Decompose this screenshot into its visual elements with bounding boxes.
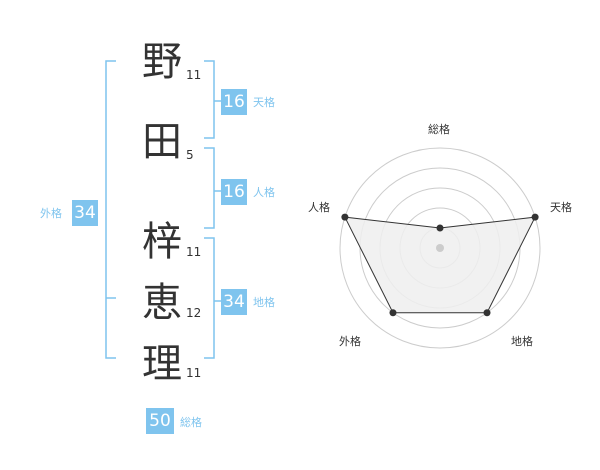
soukaku-label: 総格 <box>180 416 202 429</box>
chikaku-bracket <box>204 237 215 359</box>
radar-point-chikaku <box>483 309 491 317</box>
radar-axis-label-jinkaku: 人格 <box>308 201 330 214</box>
radar-axis-label-chikaku: 地格 <box>511 335 533 348</box>
jinkaku-value: 16 <box>221 179 247 205</box>
name-char-1: 野 <box>142 39 182 85</box>
radar-point-jinkaku <box>341 213 349 221</box>
radar-axis-label-tenkaku: 天格 <box>550 201 572 214</box>
name-char-2: 田 <box>142 119 182 165</box>
chikaku-label: 地格 <box>253 296 275 309</box>
radar-point-tenkaku <box>531 213 539 221</box>
gaikaku-value: 34 <box>72 200 98 226</box>
radar-point-soukaku <box>436 224 444 232</box>
stroke-count-1: 11 <box>186 68 202 82</box>
radar-data-polygon <box>344 216 536 314</box>
gaikaku-label: 外格 <box>40 207 62 220</box>
radar-ring-5 <box>339 147 541 349</box>
stroke-count-3: 11 <box>186 245 202 259</box>
soukaku-value: 50 <box>146 408 174 434</box>
radar-axis-label-gaikaku: 外格 <box>339 335 361 348</box>
tenkaku-value: 16 <box>221 89 247 115</box>
stroke-count-4: 12 <box>186 306 202 320</box>
tenkaku-label: 天格 <box>253 96 275 109</box>
stroke-count-2: 5 <box>186 148 194 162</box>
jinkaku-label: 人格 <box>253 186 275 199</box>
radar-point-gaikaku <box>389 309 397 317</box>
stroke-count-5: 11 <box>186 366 202 380</box>
jinkaku-bracket <box>204 147 215 229</box>
name-char-5: 理 <box>142 341 182 387</box>
name-char-4: 恵 <box>142 280 182 326</box>
gaikaku-bracket <box>105 60 116 359</box>
chikaku-value: 34 <box>221 289 247 315</box>
radar-center-dot <box>436 244 444 252</box>
tenkaku-bracket <box>204 60 215 139</box>
name-char-3: 梓 <box>142 219 182 265</box>
radar-axis-label-soukaku: 総格 <box>428 123 450 136</box>
